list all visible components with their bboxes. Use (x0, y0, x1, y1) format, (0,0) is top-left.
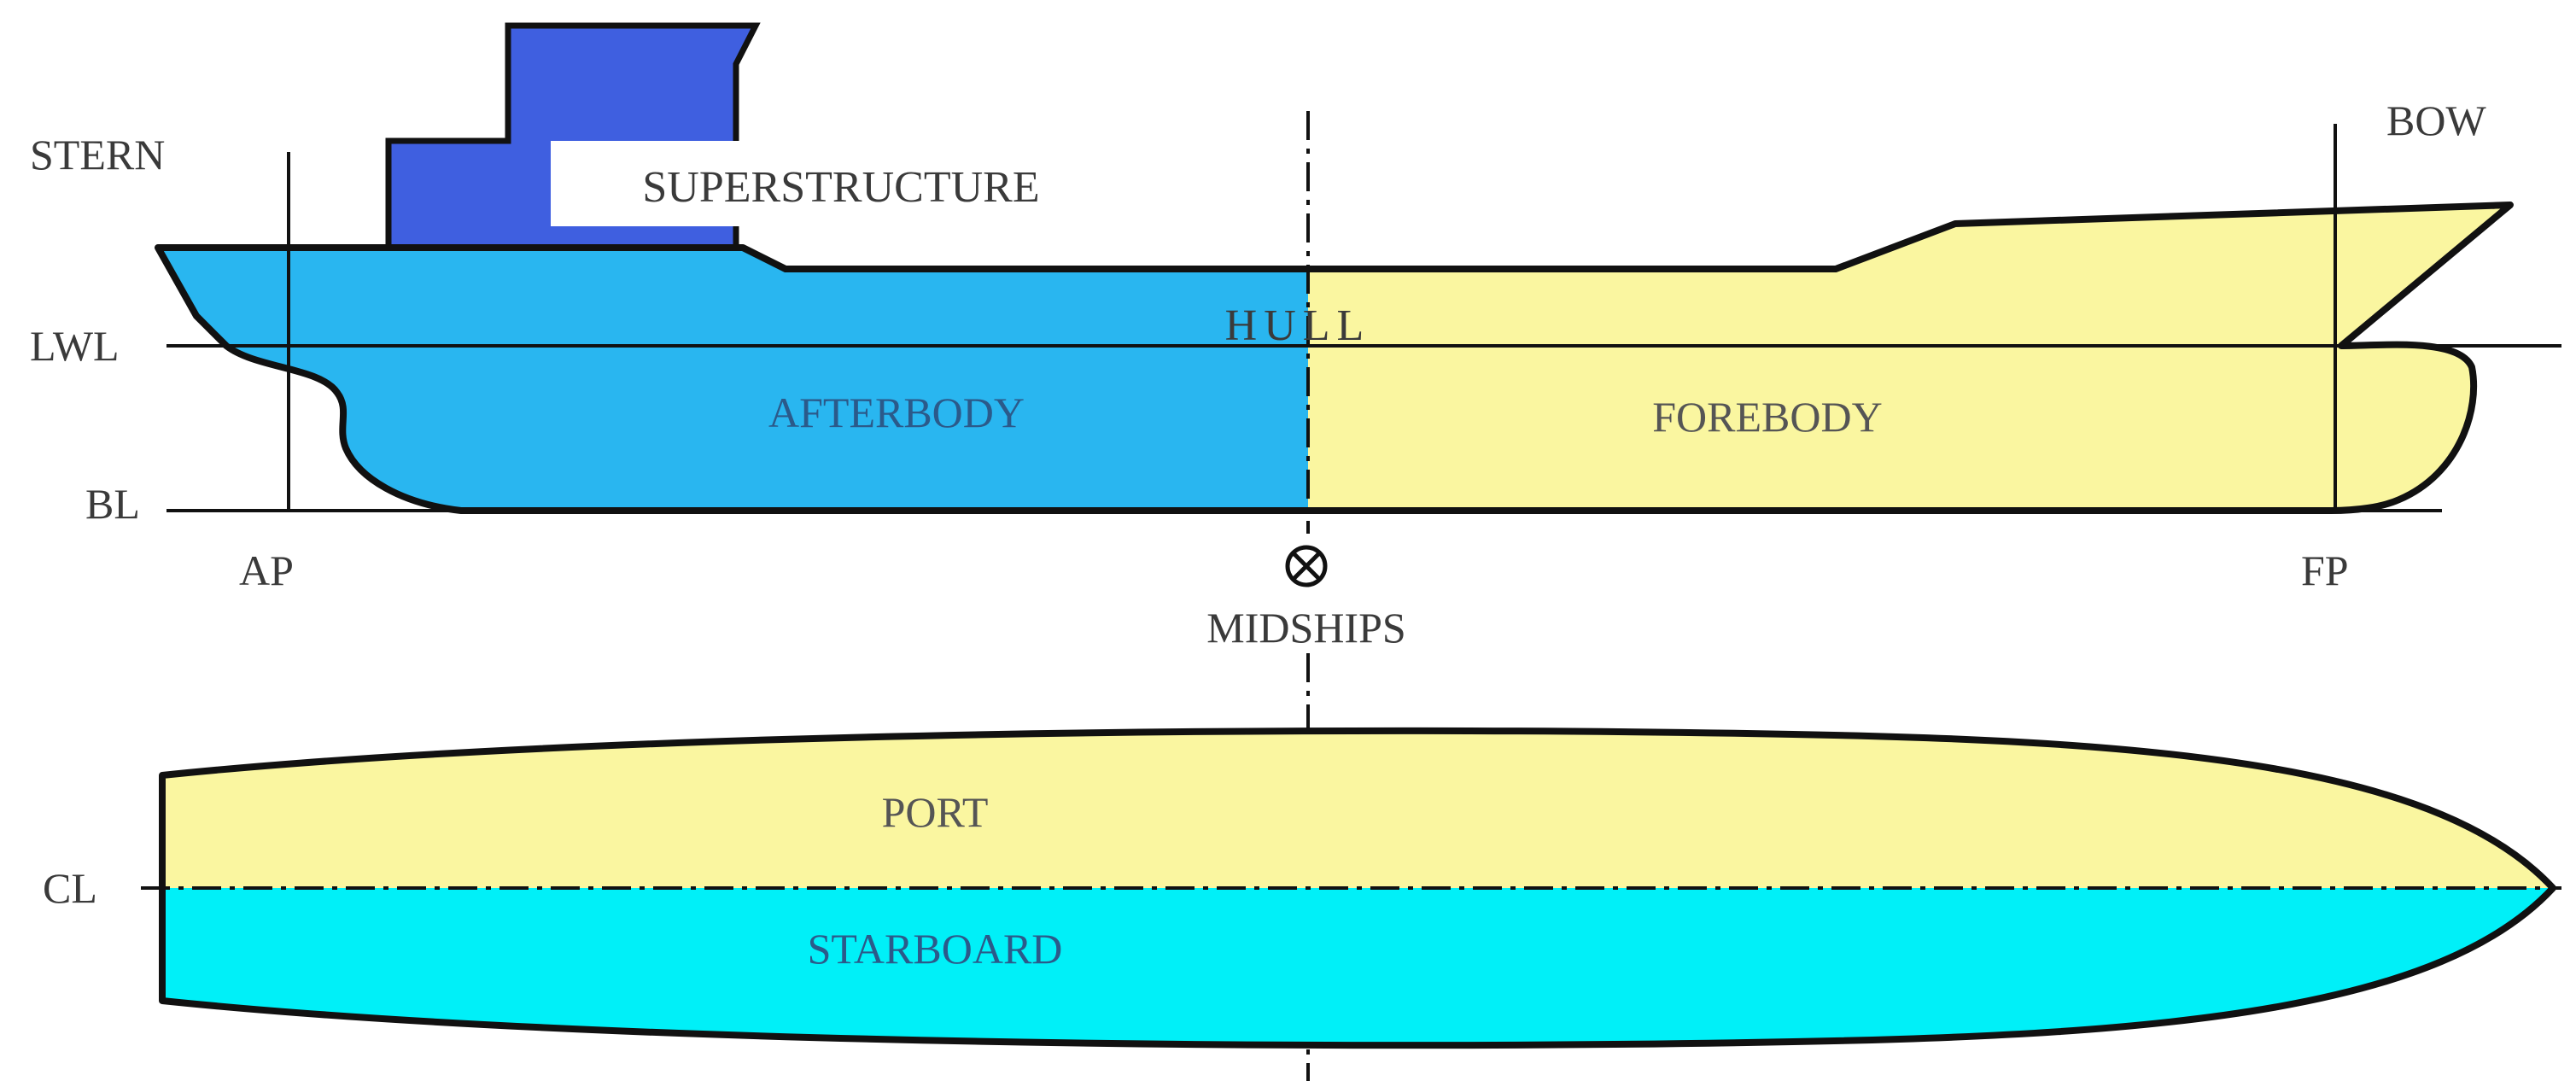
cl-label: CL (43, 864, 97, 912)
port-region (162, 730, 2553, 888)
hull-label: HULL (1225, 301, 1371, 350)
forebody-label: FOREBODY (1652, 393, 1882, 441)
ap-label: AP (239, 546, 294, 594)
fp-label: FP (2301, 546, 2349, 594)
superstructure-label-box (551, 141, 1127, 226)
starboard-label: STARBOARD (808, 925, 1063, 973)
port-label: PORT (882, 788, 989, 836)
superstructure: SUPERSTRUCTURE (385, 22, 1127, 255)
midships-symbol-icon (1285, 545, 1328, 587)
midships-label: MIDSHIPS (1206, 604, 1405, 652)
stern-label: STERN (30, 131, 165, 178)
lwl-label: LWL (30, 322, 120, 370)
forebody-region (1308, 205, 2510, 511)
afterbody-region (158, 248, 1308, 511)
afterbody-label: AFTERBODY (768, 389, 1025, 436)
bl-label: BL (85, 480, 140, 528)
superstructure-label: SUPERSTRUCTURE (642, 163, 1039, 212)
bow-label: BOW (2386, 96, 2486, 144)
starboard-region (162, 888, 2553, 1046)
